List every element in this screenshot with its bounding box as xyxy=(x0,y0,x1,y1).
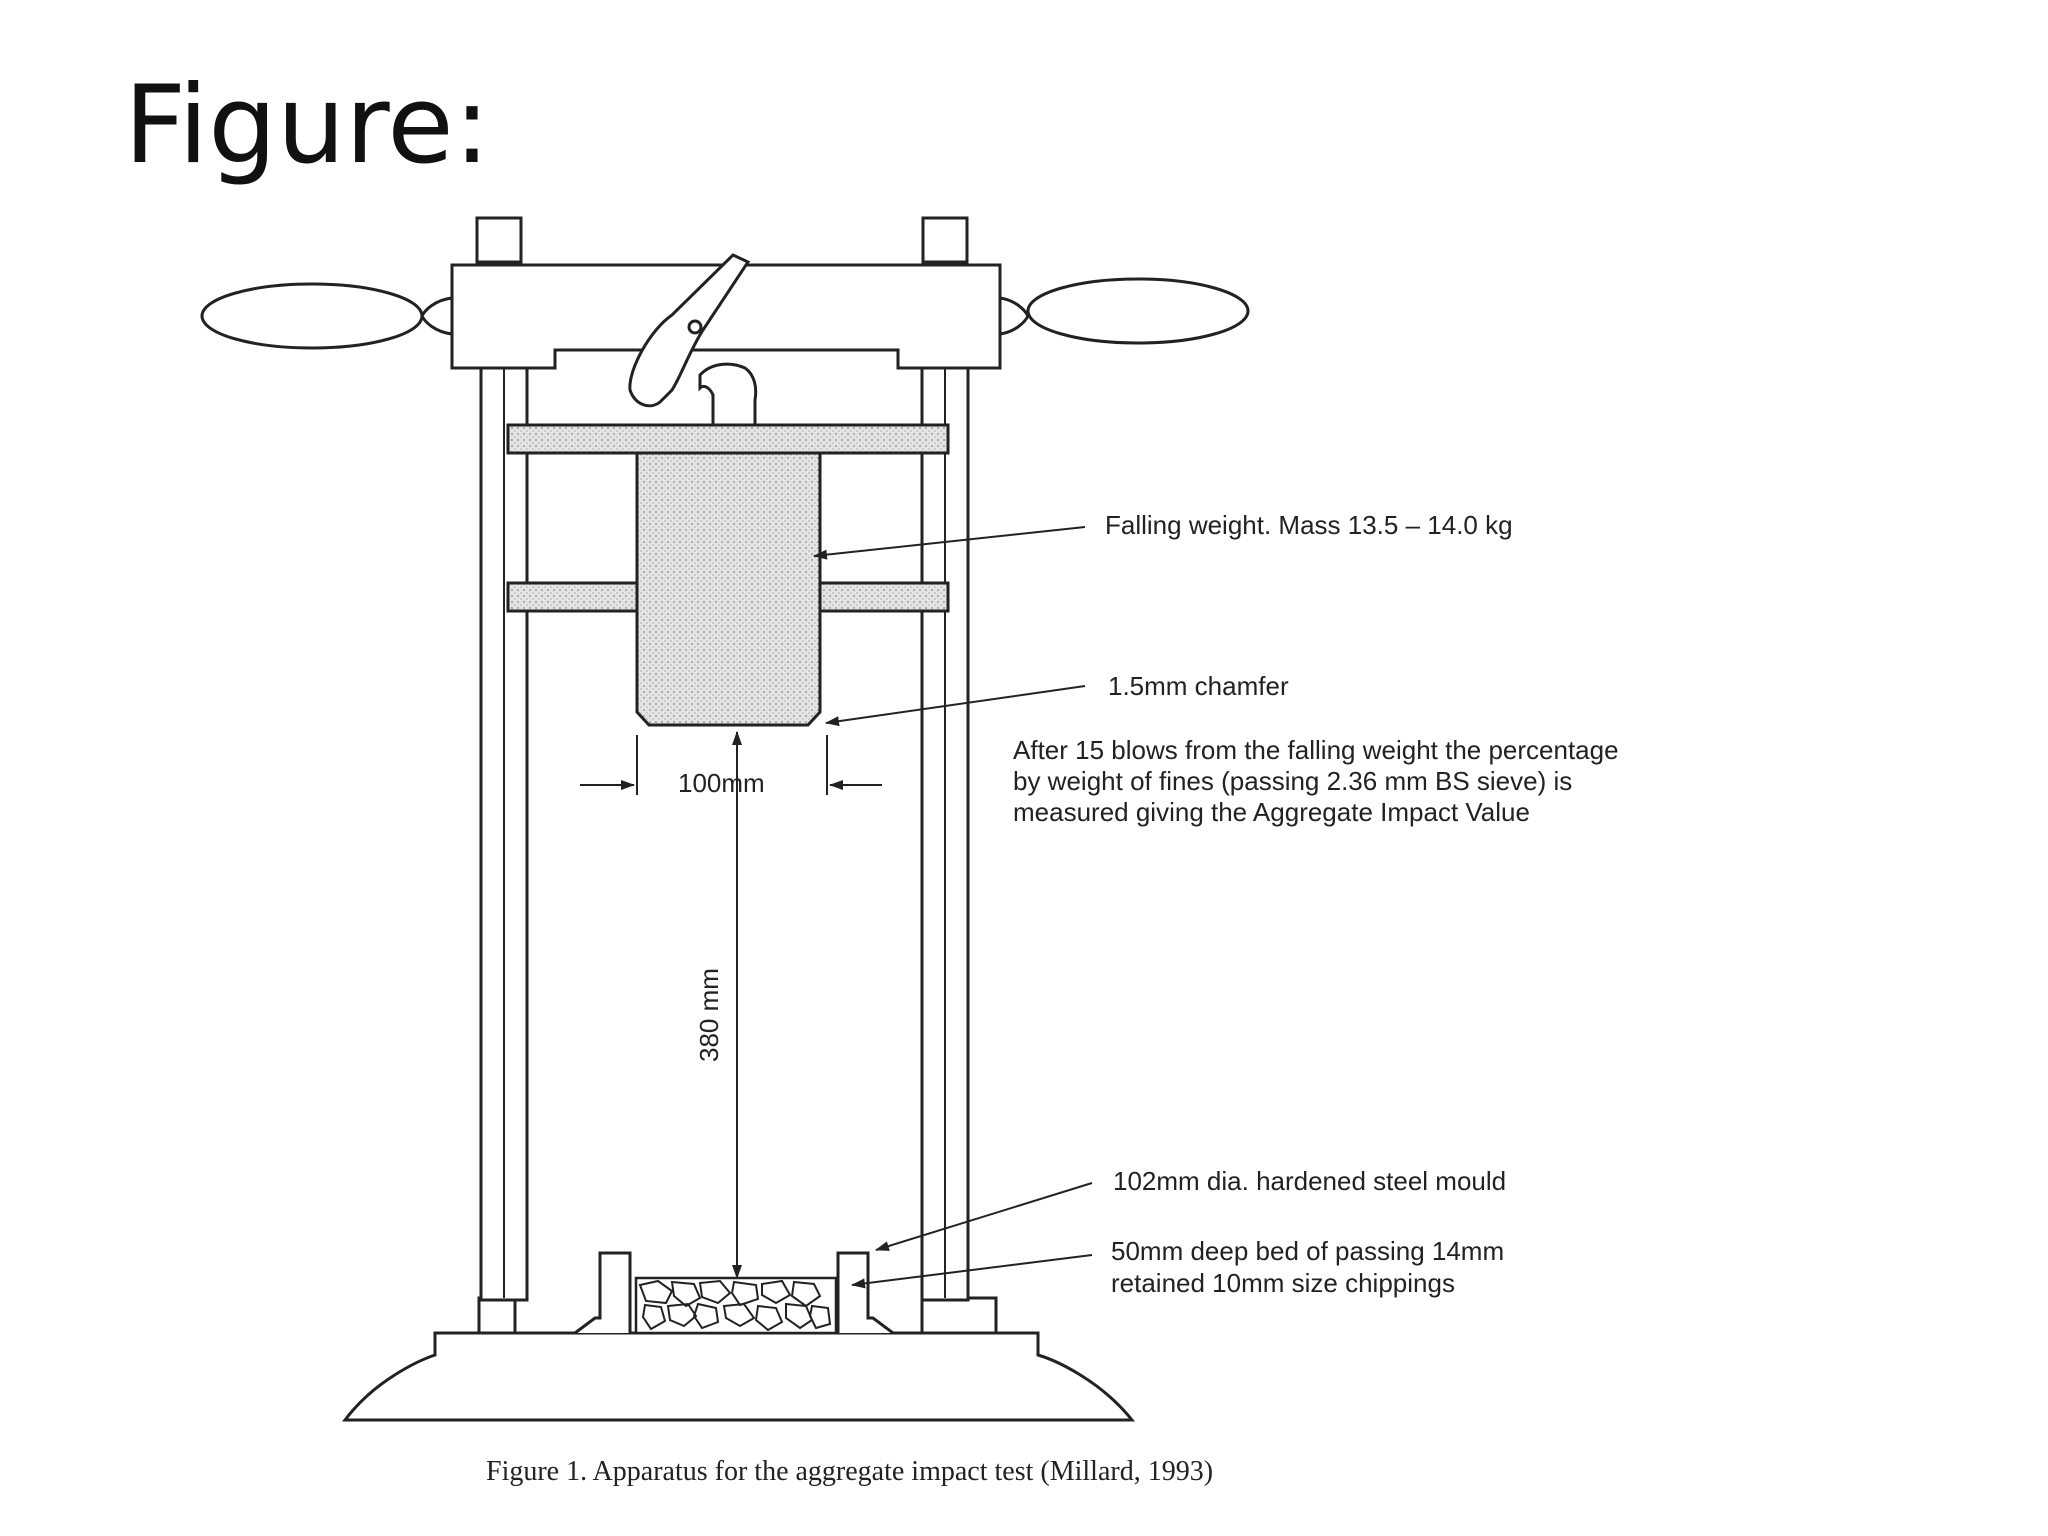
bed-leader xyxy=(851,1254,1093,1289)
bed-label: 50mm deep bed of passing 14mm retained 1… xyxy=(1111,1236,1511,1298)
figure-caption: Figure 1. Apparatus for the aggregate im… xyxy=(486,1456,1213,1487)
right-handle xyxy=(1026,277,1250,345)
aggregate-bed xyxy=(634,1276,838,1335)
mould-collar xyxy=(574,1251,894,1335)
mould-label: 102mm dia. hardened steel mould xyxy=(1113,1166,1506,1196)
aiv-note-line: by weight of fines (passing 2.36 mm BS s… xyxy=(1013,766,1572,796)
left-handle xyxy=(200,282,424,350)
mould-leader xyxy=(875,1182,1093,1251)
chamfer-label: 1.5mm chamfer xyxy=(1108,671,1289,701)
width-dimension-label: 100mm xyxy=(678,768,765,798)
apparatus-base xyxy=(341,1331,1136,1422)
right-column-cap xyxy=(921,216,969,264)
chamfer-leader xyxy=(825,685,1086,727)
latch-pin xyxy=(698,362,758,427)
aiv-note-line: measured giving the Aggregate Impact Val… xyxy=(1013,797,1530,827)
left-column-foot xyxy=(477,1296,517,1335)
slide-title: Figure: xyxy=(124,63,491,188)
right-handle-neck xyxy=(998,296,1030,336)
right-column-foot xyxy=(920,1296,998,1335)
falling-weight-leader xyxy=(813,526,1086,560)
aiv-note-line: After 15 blows from the falling weight t… xyxy=(1013,735,1619,765)
bed-label-line: retained 10mm size chippings xyxy=(1111,1268,1455,1298)
left-handle-neck xyxy=(420,296,454,336)
left-column-cap xyxy=(475,216,523,264)
falling-weight xyxy=(506,423,950,727)
drop-height-label: 380 mm xyxy=(694,968,724,1062)
aiv-note: After 15 blows from the falling weight t… xyxy=(1013,735,1626,827)
bed-label-line: 50mm deep bed of passing 14mm xyxy=(1111,1236,1504,1266)
falling-weight-label: Falling weight. Mass 13.5 – 14.0 kg xyxy=(1105,510,1513,540)
